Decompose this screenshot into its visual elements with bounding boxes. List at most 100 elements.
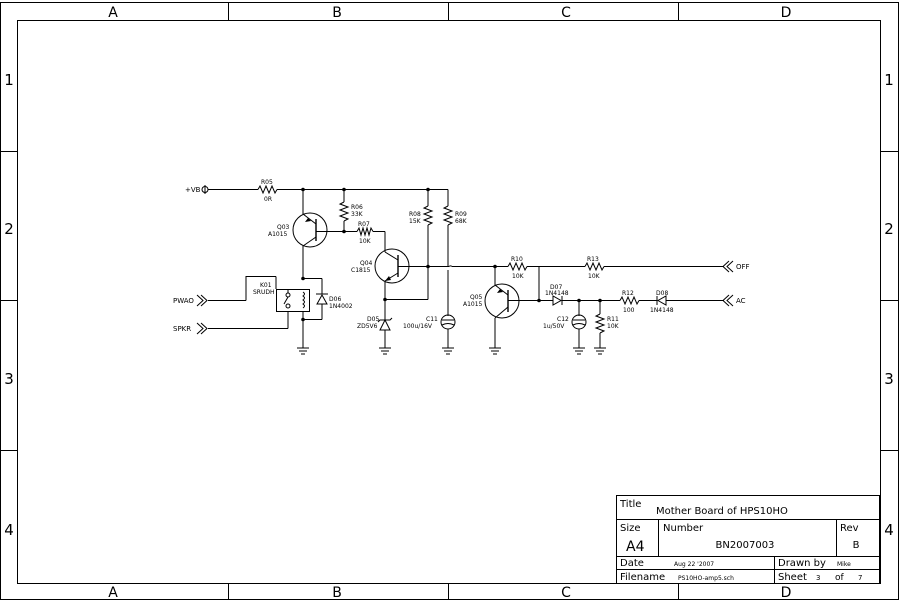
title-value: Mother Board of HPS10HO: [656, 506, 788, 517]
r13-ref: R13: [587, 256, 599, 263]
r07-value: 10K: [359, 238, 372, 245]
col-label-b-bottom: B: [332, 585, 342, 601]
q03-value: A1015: [268, 231, 288, 238]
row-label-2-right: 2: [884, 220, 894, 238]
date-label: Date: [620, 558, 644, 569]
r05-value: 0R: [264, 196, 272, 203]
of-label: of: [835, 573, 845, 583]
q04-value: C1815: [351, 267, 371, 274]
r06-ref: R06: [351, 204, 363, 211]
col-label-a-top: A: [108, 5, 118, 21]
of-value: 7: [858, 574, 862, 582]
col-label-d-top: D: [781, 5, 792, 21]
inner-border: [17, 20, 881, 584]
col-label-a-bottom: A: [108, 585, 118, 601]
rev-value: B: [853, 540, 860, 551]
d06-value: 1N4002: [329, 303, 353, 310]
k01-value: SRUDH: [253, 289, 275, 296]
port-symbols: [196, 185, 734, 335]
resistor-r06: [338, 201, 350, 222]
junction-dots: [301, 187, 602, 322]
r12-ref: R12: [622, 290, 634, 297]
capacitor-c12: [571, 314, 587, 330]
d06-ref: D06: [329, 296, 341, 303]
row-dividers: [0, 151, 899, 451]
sheet-value: 3: [816, 574, 820, 582]
d07-value: 1N4148: [545, 290, 569, 297]
col-label-c-bottom: C: [561, 585, 571, 601]
d08-value: 1N4148: [650, 307, 674, 314]
sheet-label: Sheet: [778, 572, 807, 583]
q05-ref: Q05: [470, 294, 483, 301]
date-value: Aug 22 '2007: [674, 561, 714, 568]
number-label: Number: [663, 523, 704, 534]
col-label-b-top: B: [332, 5, 342, 21]
title-block: [616, 495, 880, 584]
diode-d06: [316, 293, 328, 305]
d07-ref: D07: [550, 284, 562, 291]
r09-value: 68K: [455, 218, 468, 225]
r07-ref: R07: [358, 221, 370, 228]
column-dividers: [228, 2, 679, 600]
r05-ref: R05: [261, 179, 273, 186]
transistor-q03: [292, 212, 328, 248]
r08-value: 15K: [409, 218, 422, 225]
row-label-4-right: 4: [884, 521, 894, 539]
resistor-r05: [257, 184, 278, 195]
row-label-1-right: 1: [884, 71, 894, 89]
d05-ref: D05: [367, 316, 379, 323]
capacitor-c11: [440, 314, 456, 330]
d08-ref: D08: [656, 290, 668, 297]
transistor-q05: [484, 283, 520, 319]
r06-value: 33K: [351, 211, 364, 218]
size-value: A4: [626, 539, 645, 555]
r08-ref: R08: [409, 211, 421, 218]
resistor-r09: [442, 205, 454, 226]
col-label-d-bottom: D: [781, 585, 792, 601]
net-spkr-label: SPKR: [173, 325, 191, 333]
c11-value: 100u/16V: [403, 323, 433, 330]
resistor-r11: [594, 313, 606, 334]
row-label-3-right: 3: [884, 370, 894, 388]
net-off-label: OFF: [736, 263, 750, 271]
ground-symbols: [297, 347, 606, 355]
filename-label: Filename: [620, 572, 665, 583]
q05-value: A1015: [463, 301, 483, 308]
net-pwao-label: PWAO: [173, 297, 194, 305]
drawn-by-label: Drawn by: [778, 558, 826, 569]
diode-d07: [552, 295, 563, 306]
net-vb-label: +VB: [185, 186, 201, 194]
number-value: BN2007003: [716, 540, 775, 551]
q04-ref: Q04: [360, 260, 373, 267]
title-label: Title: [619, 499, 641, 510]
resistor-r13: [584, 261, 605, 272]
row-label-1-left: 1: [4, 71, 14, 89]
resistor-r10: [507, 261, 528, 272]
net-ac-label: AC: [736, 297, 746, 305]
r11-value: 10K: [607, 323, 620, 330]
k01-ref: K01: [260, 282, 272, 289]
r10-value: 10K: [512, 273, 525, 280]
drawn-by-value: Mike: [837, 561, 851, 568]
filename-value: PS10HO-amp5.sch: [678, 575, 734, 582]
resistor-r12: [619, 295, 640, 306]
row-label-4-left: 4: [4, 521, 14, 539]
relay-k01: [275, 276, 310, 312]
row-label-3-left: 3: [4, 370, 14, 388]
diode-d08: [656, 295, 667, 306]
c12-value: 1u/50V: [543, 323, 565, 330]
r12-value: 100: [623, 307, 635, 314]
size-label: Size: [620, 523, 641, 534]
rev-label: Rev: [840, 523, 859, 534]
transistor-q04: [374, 248, 410, 284]
r11-ref: R11: [607, 316, 619, 323]
c12-ref: C12: [557, 316, 569, 323]
zener-d05: [377, 317, 393, 348]
resistor-r08: [422, 205, 434, 226]
r10-ref: R10: [511, 256, 523, 263]
resistor-r07: [356, 226, 374, 237]
col-label-c-top: C: [561, 5, 571, 21]
c11-ref: C11: [426, 316, 438, 323]
r09-ref: R09: [455, 211, 467, 218]
